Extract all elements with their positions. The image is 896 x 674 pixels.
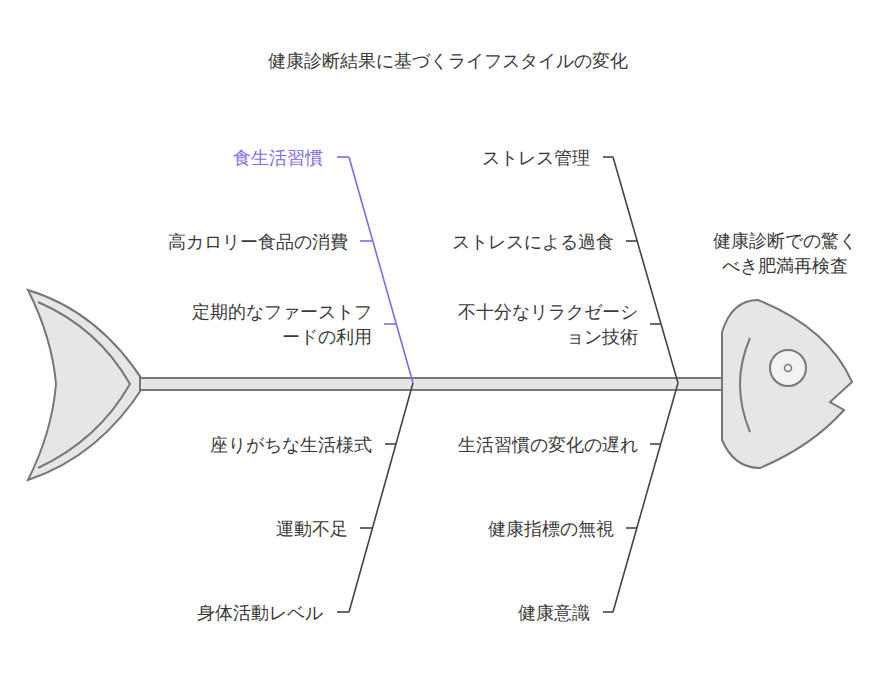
tick	[360, 240, 373, 242]
cause-label: 座りがちな生活様式	[210, 432, 372, 457]
cause-label: 不十分なリラクゼーション技術	[458, 299, 638, 349]
tick	[603, 611, 613, 613]
category-label: ストレス管理	[482, 145, 590, 170]
cause-label: 運動不足	[276, 516, 348, 541]
diagram-title: 健康診断結果に基づくライフスタイルの変化	[268, 48, 628, 73]
tick	[360, 527, 372, 529]
tick	[337, 611, 349, 613]
branch-line	[613, 157, 678, 383]
fish-pupil	[785, 365, 792, 372]
branch-stress	[603, 157, 678, 383]
tick	[626, 527, 637, 529]
branch-line	[613, 383, 678, 612]
fish-gill	[740, 338, 750, 432]
tick	[385, 443, 396, 445]
cause-label: 健康指標の無視	[488, 516, 614, 541]
fish-eye	[770, 350, 806, 386]
tick	[384, 323, 396, 325]
tick	[603, 156, 613, 158]
cause-label: 生活習慣の変化の遅れ	[458, 432, 638, 457]
branch-line	[349, 157, 413, 383]
tick	[337, 156, 349, 158]
category-label: 食生活習慣	[233, 145, 323, 170]
fish-head	[722, 300, 852, 468]
branch-line	[349, 383, 413, 612]
tick	[650, 443, 661, 445]
fish-spine	[140, 378, 726, 390]
tick	[626, 240, 637, 242]
tail-inner-line	[38, 302, 130, 468]
cause-label: 高カロリー食品の消費	[168, 229, 348, 254]
branch-activity	[337, 383, 413, 612]
category-label: 健康意識	[518, 600, 590, 625]
problem-label: 健康診断での驚くべき肥満再検査	[713, 228, 857, 278]
cause-label: ストレスによる過食	[452, 229, 614, 254]
branch-diet	[337, 157, 413, 383]
cause-label: 定期的なファーストフードの利用	[192, 299, 372, 349]
branch-awareness	[603, 383, 678, 612]
tick	[650, 323, 661, 325]
category-label: 身体活動レベル	[197, 600, 323, 625]
fish-tail	[28, 290, 145, 480]
